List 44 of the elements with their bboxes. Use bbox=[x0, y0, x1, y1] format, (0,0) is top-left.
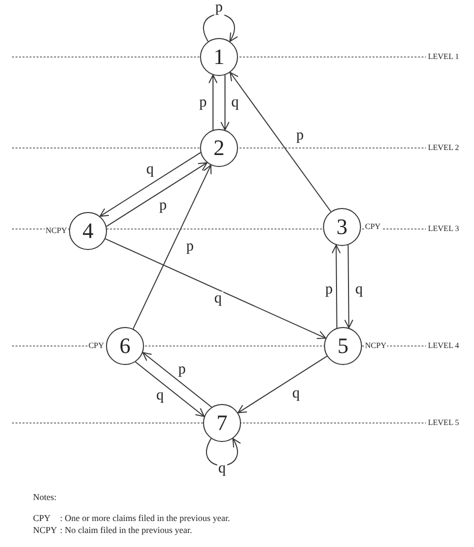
state-number: 2 bbox=[214, 137, 224, 159]
state-number: 4 bbox=[82, 220, 94, 242]
arrow bbox=[100, 152, 202, 217]
state-circle bbox=[200, 129, 238, 167]
edge-label: q bbox=[213, 292, 223, 306]
state-circle bbox=[69, 212, 107, 250]
state-number: 1 bbox=[214, 46, 224, 68]
arrow bbox=[106, 162, 208, 227]
arrow bbox=[203, 14, 238, 42]
state-tag: CPY bbox=[364, 223, 382, 231]
arrow bbox=[238, 356, 328, 414]
state-circle bbox=[203, 404, 241, 442]
note-text: Notes: bbox=[33, 493, 56, 502]
note-text: : One or more claims filed in the previous year. bbox=[60, 514, 230, 523]
level-label: LEVEL 4 bbox=[426, 342, 462, 350]
edge-label: q bbox=[217, 462, 227, 476]
arrow bbox=[230, 72, 332, 212]
arrow bbox=[132, 164, 212, 330]
arrow bbox=[208, 74, 218, 130]
note-text: NCPY bbox=[33, 526, 58, 535]
state-circle bbox=[106, 327, 144, 365]
note-text: CPY bbox=[33, 514, 51, 523]
state-tag: NCPY bbox=[364, 342, 388, 350]
state-number: 7 bbox=[216, 412, 228, 434]
level-label: LEVEL 1 bbox=[426, 53, 462, 61]
state-circle bbox=[200, 38, 238, 76]
state-number: 3 bbox=[336, 216, 348, 238]
state-tag: CPY bbox=[87, 342, 105, 350]
note-text: : No claim filed in the previous year. bbox=[60, 526, 192, 535]
arrow bbox=[142, 352, 212, 408]
state-circle bbox=[324, 327, 362, 365]
state-tag: NCPY bbox=[44, 227, 68, 235]
state-number: 6 bbox=[120, 335, 130, 357]
state-circle bbox=[323, 208, 361, 246]
arrow bbox=[344, 244, 354, 328]
arrow bbox=[104, 238, 326, 340]
level-label: LEVEL 3 bbox=[426, 225, 462, 233]
level-label: LEVEL 2 bbox=[426, 144, 462, 152]
arrow bbox=[206, 438, 240, 466]
state-number: 5 bbox=[338, 335, 348, 357]
arrow bbox=[134, 361, 205, 417]
arrow bbox=[332, 244, 341, 329]
arrow bbox=[220, 74, 230, 130]
level-label: LEVEL 5 bbox=[426, 419, 462, 427]
